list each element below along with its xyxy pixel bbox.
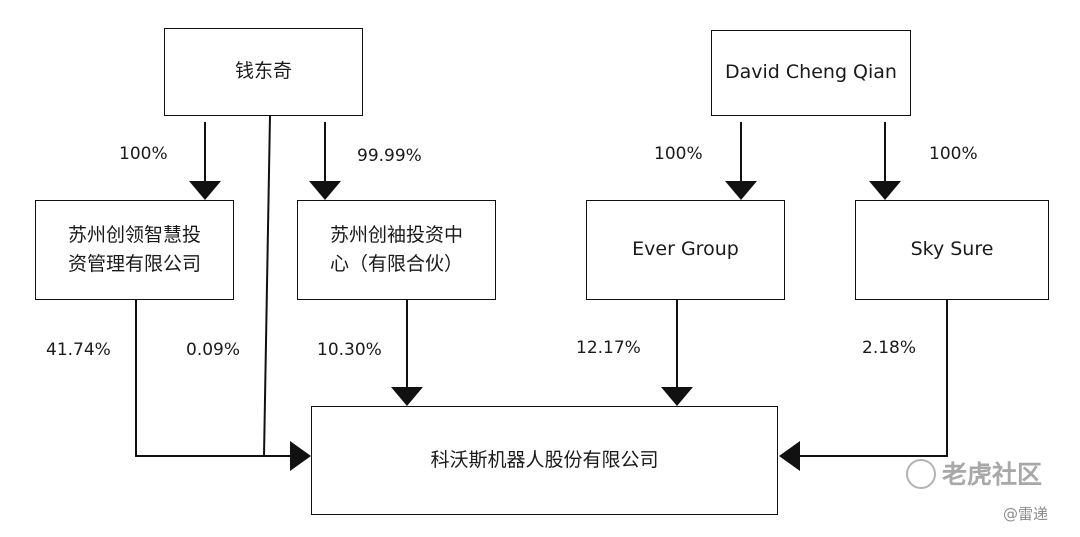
- node-lingzhi-label-line1: 苏州创领智慧投: [67, 223, 201, 246]
- connector-sky-to-ecovacs: [798, 300, 948, 457]
- node-lingzhi: 苏州创领智慧投 资管理有限公司: [35, 200, 234, 300]
- pct-qian-to-chuangxiu: 99.99%: [357, 146, 422, 166]
- arrowhead-lingzhi: [189, 181, 221, 200]
- arrowhead-ever: [725, 181, 757, 200]
- pct-lingzhi-to-ecovacs: 41.74%: [46, 340, 111, 360]
- watermark-brand: 老虎社区: [906, 455, 1042, 491]
- pct-ever-to-ecovacs: 12.17%: [576, 338, 641, 358]
- node-sky-sure-label: Sky Sure: [910, 238, 994, 261]
- node-sky-sure: Sky Sure: [855, 200, 1049, 300]
- arrowhead-right-ecovacs: [779, 441, 800, 471]
- pct-qian-to-lingzhi: 100%: [119, 144, 168, 164]
- pct-sky-to-ecovacs: 2.18%: [862, 338, 917, 358]
- watermark-logo-icon: [906, 459, 936, 489]
- arrowhead-sky: [869, 181, 901, 200]
- node-ever-group-label: Ever Group: [632, 238, 739, 261]
- pct-david-to-ever: 100%: [654, 144, 703, 164]
- node-ever-group: Ever Group: [586, 200, 785, 300]
- arrowhead-chuangxiu-ecovacs: [391, 387, 423, 406]
- connector-qian-to-ecovacs: [263, 114, 271, 457]
- node-david-cheng-qian-label: David Cheng Qian: [725, 61, 897, 84]
- pct-qian-to-ecovacs: 0.09%: [186, 340, 241, 360]
- node-david-cheng-qian: David Cheng Qian: [711, 30, 911, 116]
- node-qian-dongqi: 钱东奇: [164, 28, 363, 116]
- pct-chuangxiu-to-ecovacs: 10.30%: [317, 340, 382, 360]
- arrowhead-ever-ecovacs: [661, 387, 693, 406]
- node-lingzhi-label-line2: 资管理有限公司: [67, 253, 201, 275]
- node-chuangxiu-label-line1: 苏州创袖投资中: [329, 223, 463, 246]
- arrowhead-chuangxiu: [309, 181, 341, 200]
- node-chuangxiu: 苏州创袖投资中 心（有限合伙）: [297, 200, 496, 300]
- connector-lingzhi-to-ecovacs: [135, 300, 290, 457]
- node-chuangxiu-label-line2: 心（有限合伙）: [329, 253, 463, 275]
- arrowhead-left-ecovacs: [290, 441, 311, 471]
- node-ecovacs: 科沃斯机器人股份有限公司: [311, 406, 778, 515]
- pct-david-to-sky: 100%: [929, 144, 978, 164]
- watermark-brand-text: 老虎社区: [942, 460, 1043, 489]
- node-qian-dongqi-label: 钱东奇: [234, 60, 292, 83]
- node-ecovacs-label: 科沃斯机器人股份有限公司: [430, 448, 659, 471]
- watermark-user: @雷递: [1003, 505, 1049, 523]
